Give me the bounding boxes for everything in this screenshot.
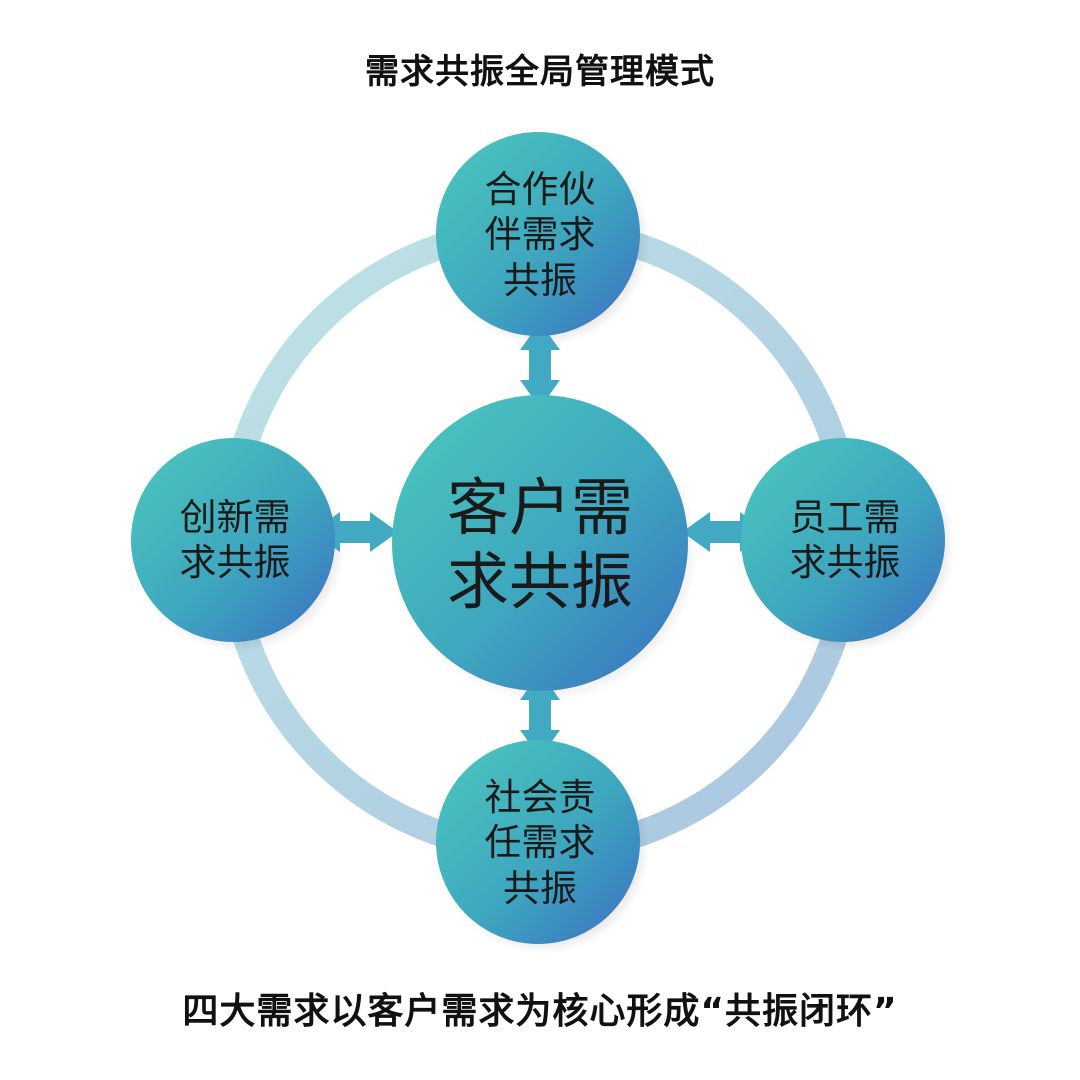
bottom-node-line: 任需求	[484, 821, 596, 865]
right-node-line: 员工需	[789, 495, 901, 539]
top-node-line: 合作伙	[484, 168, 596, 212]
top-node-label: 合作伙 伴需求 共振	[440, 140, 640, 330]
top-node	[436, 132, 640, 336]
top-node-line: 伴需求	[484, 213, 596, 257]
center-node-line: 求共振	[446, 545, 633, 618]
left-node-line: 求共振	[179, 541, 291, 584]
left-node-label: 创新需 求共振	[135, 440, 335, 640]
top-node-line: 共振	[503, 258, 577, 302]
center-node-label: 客户需 求共振	[395, 400, 685, 690]
right-node-label: 员工需 求共振	[745, 440, 945, 640]
right-node	[741, 438, 945, 642]
bottom-node-label: 社会责 任需求 共振	[440, 748, 640, 938]
arrow-top-center	[520, 322, 560, 408]
right-node-line: 求共振	[789, 541, 901, 584]
bottom-node-line: 共振	[503, 866, 577, 910]
page-title: 需求共振全局管理模式	[365, 52, 715, 92]
diagram-caption: 四大需求以客户需求为核心形成“共振闭环”	[182, 991, 898, 1032]
center-node-line: 客户需	[446, 470, 633, 544]
bottom-node-line: 社会责	[484, 776, 596, 820]
left-node-line: 创新需	[179, 495, 291, 539]
left-node	[131, 438, 335, 642]
center-node	[392, 395, 688, 691]
bottom-node	[436, 740, 640, 944]
